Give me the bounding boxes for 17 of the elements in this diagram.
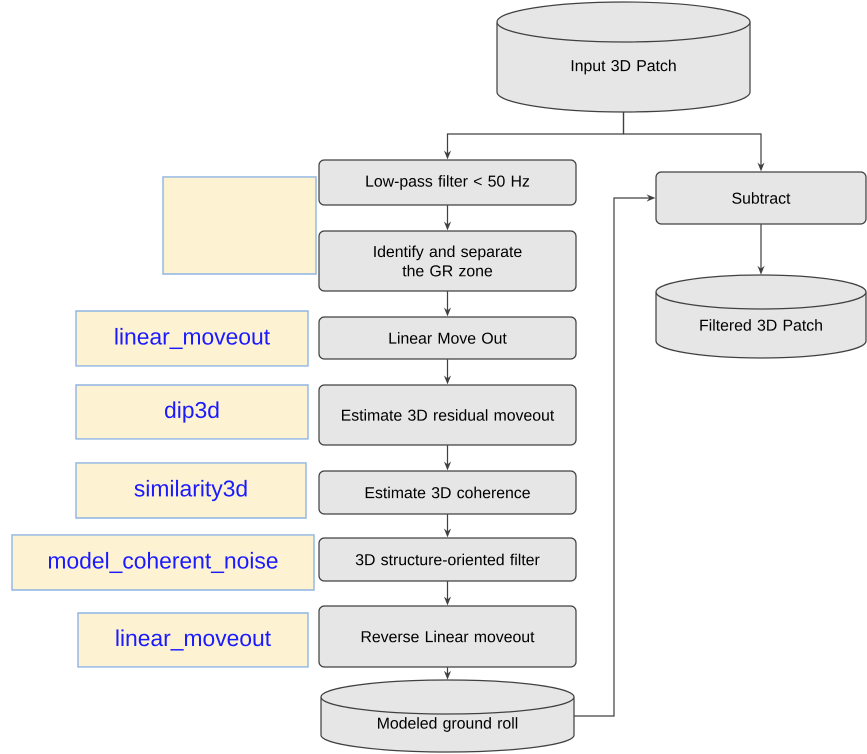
program-name-box: similarity3d <box>75 462 307 519</box>
program-name-box <box>162 176 317 275</box>
program-name-box: dip3d <box>75 384 309 440</box>
process-box: Linear Move Out <box>318 316 577 360</box>
program-name-box: linear_moveout <box>75 310 309 367</box>
data-cylinder: Filtered 3D Patch <box>655 274 867 359</box>
process-box: Low-pass filter < 50 Hz <box>318 159 577 206</box>
data-cylinder: Input 3D Patch <box>496 1 751 113</box>
process-box: Estimate 3D coherence <box>318 470 577 515</box>
process-box: 3D structure-oriented filter <box>318 537 577 582</box>
process-box: Reverse Linear moveout <box>318 605 577 668</box>
process-box: Identify and separate the GR zone <box>318 230 577 292</box>
program-name-box: model_coherent_noise <box>11 534 315 591</box>
program-name-box: linear_moveout <box>77 612 309 668</box>
process-box: Estimate 3D residual moveout <box>318 384 577 446</box>
process-box: Subtract <box>655 171 867 225</box>
data-cylinder: Modeled ground roll <box>320 679 575 753</box>
